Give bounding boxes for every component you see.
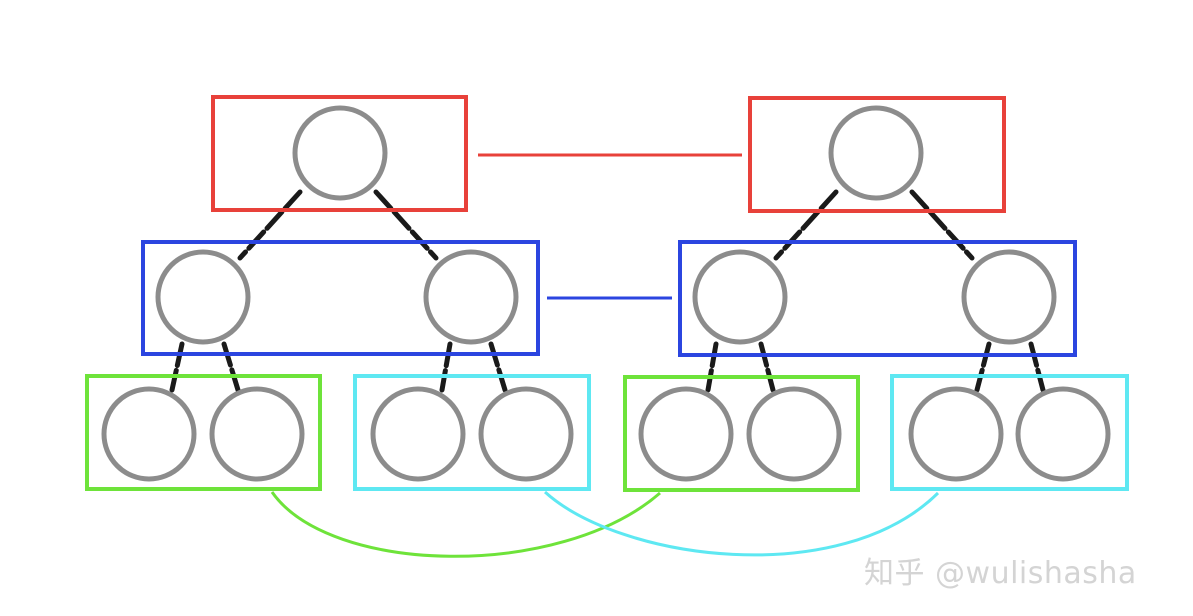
left-root-node — [292, 105, 388, 201]
right-leaf-node-3 — [908, 386, 1004, 482]
right-leaf-node-1 — [638, 386, 734, 482]
right-leaf-node-4 — [1015, 386, 1111, 482]
right-root-node — [828, 105, 924, 201]
right-middle-node-1 — [692, 249, 788, 345]
left-leaf-node-3 — [370, 386, 466, 482]
tree-nodes — [101, 105, 1111, 482]
watermark: 知乎 @wulishasha — [864, 556, 1137, 591]
left-middle-group — [141, 240, 540, 356]
left-root-group — [211, 95, 468, 212]
left-leaf-node-1 — [101, 386, 197, 482]
left-leaf-group-a — [85, 374, 322, 491]
left-leaf-group-b — [353, 374, 591, 491]
right-root-group — [748, 96, 1006, 213]
tree-edges — [169, 189, 1046, 393]
cyan-leaf-connector-curve — [543, 490, 940, 557]
right-middle-group — [678, 240, 1077, 357]
left-middle-node-2 — [423, 249, 519, 345]
right-leaf-group-a — [623, 375, 860, 492]
right-middle-node-2 — [961, 249, 1057, 345]
green-leaf-connector-curve — [270, 491, 661, 558]
right-leaf-group-b — [890, 374, 1129, 491]
right-leaf-node-2 — [746, 386, 842, 482]
left-leaf-node-2 — [209, 386, 305, 482]
left-leaf-node-4 — [478, 386, 574, 482]
left-middle-node-1 — [155, 249, 251, 345]
